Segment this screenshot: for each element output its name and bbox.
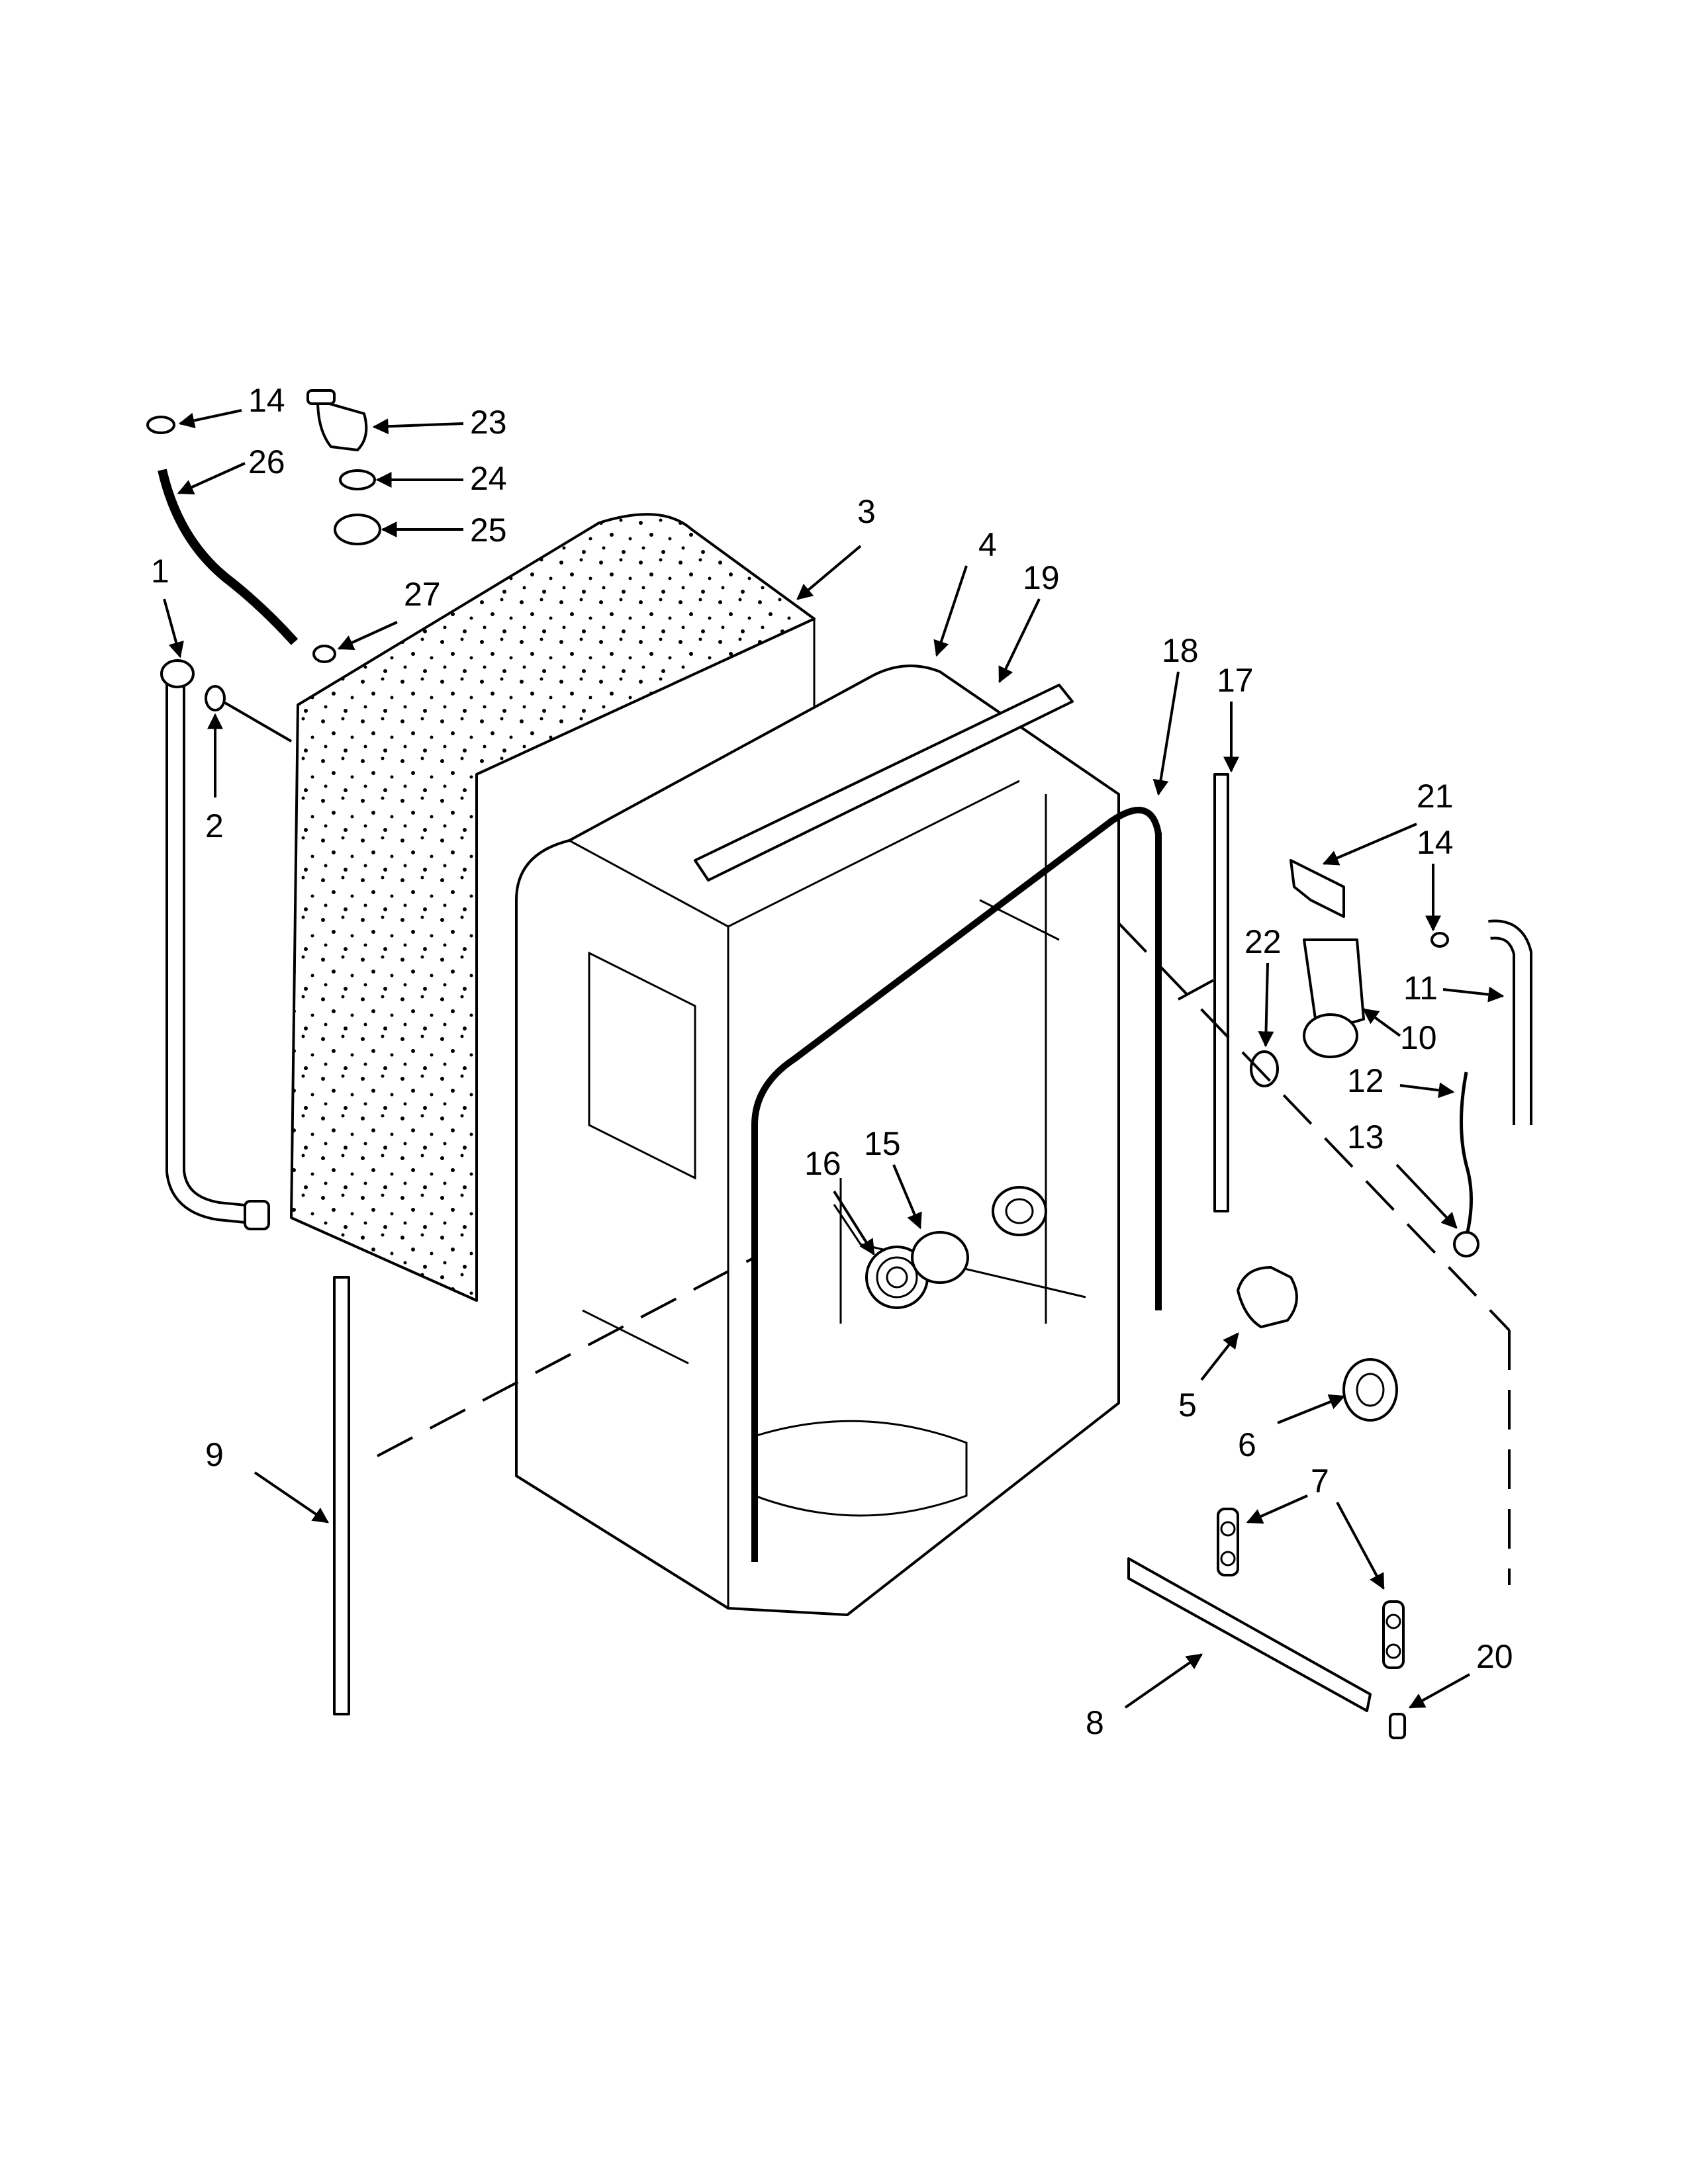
callout-23: 23 bbox=[470, 404, 507, 441]
callout-4: 4 bbox=[978, 526, 997, 563]
clip-part-20 bbox=[1389, 1713, 1406, 1739]
callout-7: 7 bbox=[1311, 1463, 1329, 1500]
nut-part-6 bbox=[1342, 1358, 1398, 1422]
callout-1: 1 bbox=[151, 553, 169, 590]
leader-lines bbox=[163, 409, 1505, 1709]
callout-6: 6 bbox=[1238, 1426, 1256, 1463]
side-strip-part-17 bbox=[1213, 773, 1229, 1212]
callout-9: 9 bbox=[205, 1436, 224, 1473]
drain-hose-part-1 bbox=[160, 659, 270, 1230]
clamp-part-27 bbox=[312, 645, 336, 663]
callout-21: 21 bbox=[1417, 778, 1454, 815]
callout-14b: 14 bbox=[1417, 824, 1454, 861]
assembly-lines bbox=[377, 922, 1511, 1585]
door-gasket-part-18 bbox=[751, 807, 1162, 1562]
hose-part-11 bbox=[1488, 919, 1532, 1125]
vent-cap-part-21 bbox=[1289, 859, 1345, 918]
callout-16: 16 bbox=[804, 1145, 841, 1182]
callout-3: 3 bbox=[857, 493, 876, 530]
callout-15: 15 bbox=[864, 1125, 901, 1162]
rail-part-8 bbox=[1127, 1557, 1372, 1712]
callout-8: 8 bbox=[1086, 1704, 1104, 1741]
callout-17: 17 bbox=[1217, 662, 1254, 699]
callout-27: 27 bbox=[404, 576, 441, 613]
fill-funnel-part-23 bbox=[306, 389, 368, 451]
gasket-part-5 bbox=[1237, 1266, 1298, 1328]
vent-part-10 bbox=[1303, 938, 1365, 1058]
callout-12: 12 bbox=[1347, 1062, 1384, 1099]
vent-strip-part-19 bbox=[694, 684, 1074, 882]
gasket-part-22 bbox=[1250, 1050, 1279, 1087]
callout-20: 20 bbox=[1476, 1638, 1513, 1675]
bracket-part-7b bbox=[1382, 1600, 1405, 1669]
callout-25: 25 bbox=[470, 512, 507, 549]
nut-part-25 bbox=[334, 514, 381, 545]
callout-26: 26 bbox=[248, 443, 285, 480]
callout-labels: 14 23 26 24 25 3 1 27 4 19 18 17 2 21 14… bbox=[151, 382, 1513, 1741]
callout-11: 11 bbox=[1403, 970, 1438, 1007]
grommet-part-2 bbox=[205, 685, 293, 743]
sensor-part-13 bbox=[1453, 1231, 1479, 1257]
clip-part-14b bbox=[1430, 932, 1449, 948]
clip-part-14a bbox=[146, 416, 175, 434]
vent-tube-part-26 bbox=[158, 469, 299, 645]
gasket-part-24 bbox=[339, 469, 376, 490]
callout-14a: 14 bbox=[248, 382, 285, 419]
callout-24: 24 bbox=[470, 460, 507, 497]
callout-22: 22 bbox=[1244, 923, 1282, 960]
seal-part-15 bbox=[911, 1231, 969, 1284]
side-strip-part-9 bbox=[333, 1276, 350, 1715]
callout-19: 19 bbox=[1023, 559, 1060, 596]
callout-18: 18 bbox=[1162, 632, 1199, 669]
wire-part-12 bbox=[1460, 1071, 1473, 1238]
callout-10: 10 bbox=[1400, 1019, 1437, 1056]
callout-2: 2 bbox=[205, 807, 224, 844]
callout-13: 13 bbox=[1347, 1118, 1384, 1156]
callout-5: 5 bbox=[1178, 1387, 1197, 1424]
inlet-port bbox=[992, 1186, 1047, 1236]
bracket-part-7a bbox=[1217, 1508, 1239, 1576]
